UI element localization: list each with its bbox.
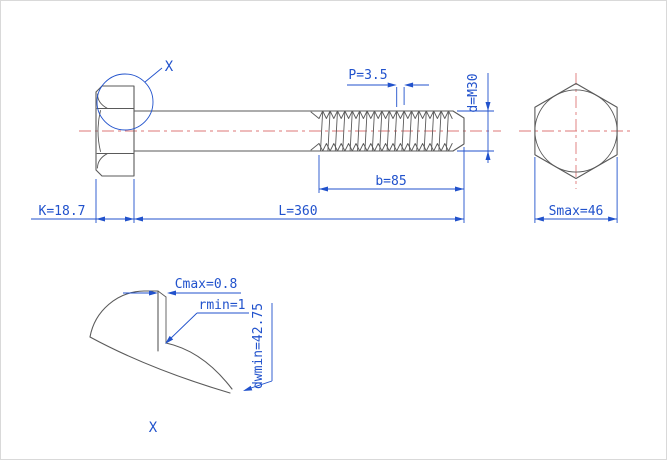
dim-length-group: K=18.7 L=360 (31, 147, 465, 223)
total-length-arrow-right (455, 216, 464, 222)
chamfer-label: Cmax=0.8 (175, 277, 238, 292)
detail-ref-label-bottom: X (149, 420, 158, 436)
across-flats-arrow-left (534, 216, 544, 222)
head-height-label: K=18.7 (39, 204, 86, 219)
diameter-arrow-top (485, 102, 491, 111)
bolt-shank-outline (133, 110, 454, 152)
total-length-label: L=360 (278, 204, 317, 219)
pitch-label: P=3.5 (348, 68, 387, 83)
across-flats-label: Smax=46 (549, 204, 604, 219)
bolt-head-outline (95, 85, 135, 177)
thread-length-arrow-right (455, 186, 464, 192)
chamfer-arrow-right (167, 290, 176, 296)
fillet-leader-line (167, 312, 249, 342)
across-flats-arrow-right (608, 216, 618, 222)
across-flats-extension-lines (534, 157, 618, 223)
end-view-centerlines (519, 73, 633, 189)
thread-length-label: b=85 (375, 174, 406, 189)
detail-lower-cut-edge (89, 336, 231, 394)
dim-across-flats: Smax=46 (534, 157, 618, 223)
washer-face-label: dwmin=42.75 (251, 303, 266, 389)
dim-chamfer: Cmax=0.8 (123, 277, 241, 296)
dim-thread-length: b=85 (318, 155, 464, 193)
fillet-arrow (165, 335, 174, 344)
diameter-label: d=M30 (466, 73, 481, 112)
fillet-radius-label: rmin=1 (199, 298, 246, 313)
detail-ref-label-top: X (165, 59, 174, 75)
head-height-arrow-left (96, 216, 105, 222)
thread-length-arrow-left (319, 186, 328, 192)
detail-head-top-arc (89, 290, 159, 338)
end-view: Smax=46 (519, 73, 633, 223)
length-extension-lines (95, 147, 465, 223)
pitch-arrow-left (387, 82, 397, 88)
total-length-arrow-left (134, 216, 143, 222)
dim-diameter: d=M30 (457, 73, 494, 163)
dim-washer-face: dwmin=42.75 (243, 303, 273, 391)
hex-head-polygon (534, 82, 618, 180)
thread-profile-top (318, 110, 453, 119)
bolt-end-chamfer (452, 110, 465, 152)
dim-fillet-radius: rmin=1 (165, 298, 249, 344)
pitch-arrow-right (404, 82, 414, 88)
detail-washer-face-arc (165, 342, 233, 390)
main-view: X P=3.5 d=M30 b=85 (31, 59, 501, 223)
detail-view: Cmax=0.8 rmin=1 dwmin=42.75 X (89, 277, 273, 436)
thread-flank-lines (320, 110, 449, 152)
washer-face-circle (534, 89, 618, 173)
washer-face-arrow (243, 385, 253, 391)
detail-circle (96, 73, 154, 131)
dim-pitch: P=3.5 (347, 68, 429, 107)
bolt-head-facet-lines (96, 108, 135, 154)
thread-runout (310, 111, 320, 151)
pitch-extension-lines (396, 87, 405, 107)
detail-indicator: X (96, 59, 174, 131)
chamfer-arrow-left (149, 290, 158, 296)
head-height-arrow-right (125, 216, 134, 222)
detail-chamfer-top-edge (157, 290, 167, 298)
diameter-arrow-bottom (485, 151, 491, 160)
detail-leader-line (144, 67, 163, 83)
thread-profile-bottom (318, 143, 453, 152)
